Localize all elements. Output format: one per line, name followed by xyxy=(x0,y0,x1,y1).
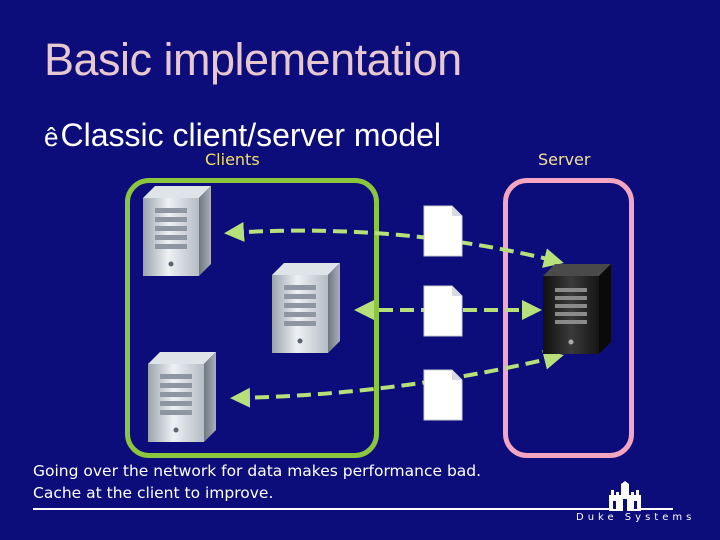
arrow-bullet-icon: ê xyxy=(44,122,59,152)
bullet-item: êClassic client/server model xyxy=(44,117,441,154)
bullet-text: Classic client/server model xyxy=(60,117,442,153)
arrow-client1-server xyxy=(224,222,564,268)
document-icon xyxy=(423,369,463,421)
footer-rule xyxy=(33,508,673,510)
slide-title: Basic implementation xyxy=(44,34,462,85)
document-icon xyxy=(423,285,463,337)
caption-line-1: Going over the network for data makes pe… xyxy=(33,462,482,480)
duke-chapel-logo-icon xyxy=(609,481,641,511)
caption: Going over the network for data makes pe… xyxy=(33,460,481,504)
client-2-server-tower-icon xyxy=(272,263,340,353)
footer-brand: Duke Systems xyxy=(576,512,696,523)
client-1-server-tower-icon xyxy=(143,186,211,276)
server-label: Server xyxy=(538,150,591,169)
arrow-client3-server xyxy=(230,350,564,408)
document-icon xyxy=(423,205,463,257)
client-3-server-tower-icon xyxy=(148,352,216,442)
clients-label: Clients xyxy=(205,150,260,169)
caption-line-2: Cache at the client to improve. xyxy=(33,484,274,502)
server-tower-dark-icon xyxy=(543,264,611,354)
